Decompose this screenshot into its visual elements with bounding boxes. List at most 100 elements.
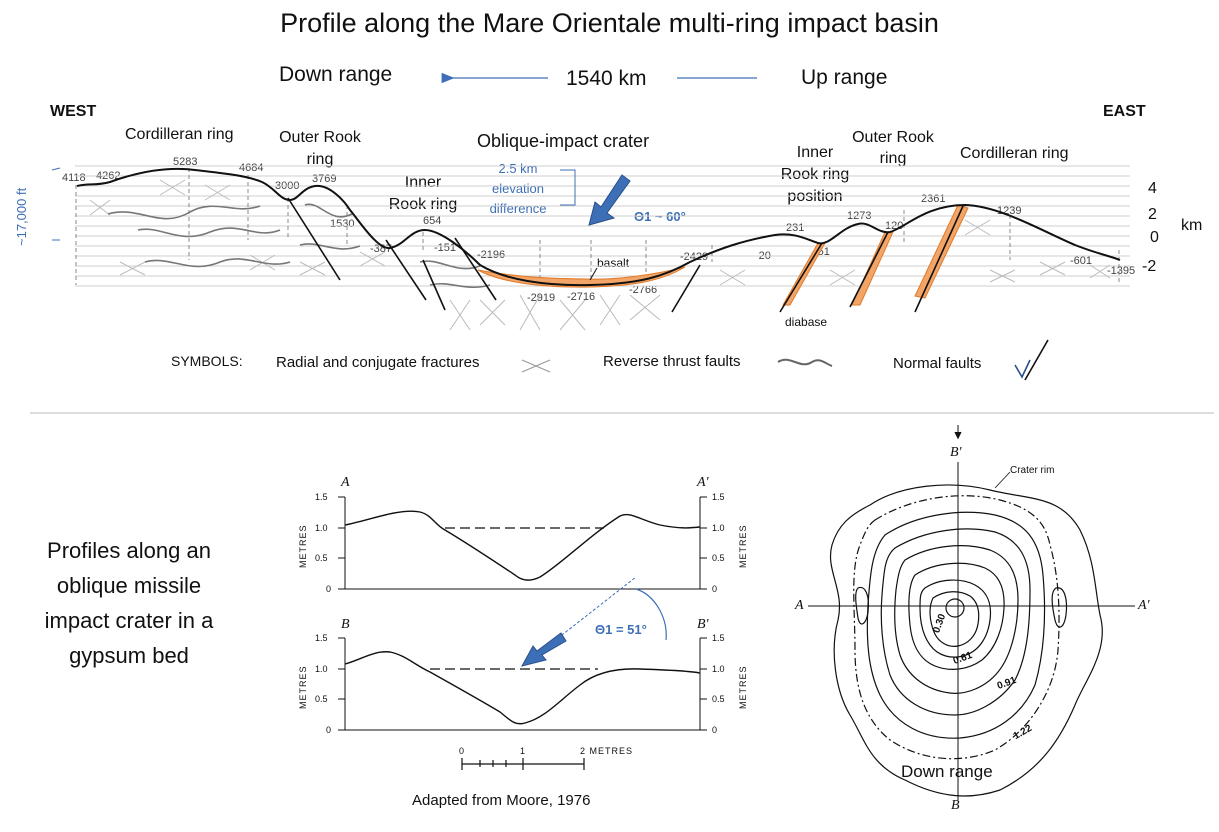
profile-a-left-label: A xyxy=(341,475,350,490)
up-range-label: Up range xyxy=(801,66,888,89)
y-tick-label: 0.5 xyxy=(315,553,328,563)
y-tick-label: 0 xyxy=(712,584,717,594)
cordilleran-ring-west-label: Cordilleran ring xyxy=(125,126,234,143)
y-tick-label: 0.5 xyxy=(315,694,328,704)
inner-rook-ring-west-label: Inner Rook ring xyxy=(388,174,458,213)
elev-value: 654 xyxy=(423,215,442,227)
elev-value: 120 xyxy=(885,220,904,232)
elev-value: 4684 xyxy=(239,162,264,174)
crater-rim-label: Crater rim xyxy=(1010,465,1055,476)
west-label: WEST xyxy=(50,103,97,120)
symbol-normal-faults-label: Normal faults xyxy=(893,355,982,372)
km-tick-0: 0 xyxy=(1150,229,1159,246)
metres-label: METRES xyxy=(738,665,748,709)
outer-rook-ring-west-label: Outer Rook ring xyxy=(279,129,361,168)
contour-label: 0.91 xyxy=(995,675,1018,692)
metres-axis-labels: METRES METRES METRES METRES xyxy=(298,524,748,709)
map-a-left-label: A xyxy=(795,598,804,613)
contour-label: 1.22 xyxy=(1011,722,1034,743)
scale-bar xyxy=(461,758,585,770)
elevation-difference-note: 2.5 km elevation difference xyxy=(489,161,547,216)
scale-tick-label: 0 xyxy=(459,746,465,756)
impact-arrow-bottom xyxy=(521,632,567,667)
basalt-pointer xyxy=(589,267,598,281)
profile-tick-labels: 1.5 1.0 0.5 0 1.5 1.0 0.5 0 1.5 1.0 0.5 … xyxy=(315,492,725,735)
km-tick-4: 4 xyxy=(1148,180,1157,197)
outer-rook-ring-east-label: Outer Rook ring xyxy=(852,129,934,167)
credit-label: Adapted from Moore, 1976 xyxy=(412,792,591,809)
contour-label: 0.30 xyxy=(931,612,949,635)
cordilleran-ring-east-label: Cordilleran ring xyxy=(960,145,1069,162)
y-tick-label: 1.5 xyxy=(315,633,328,643)
elev-value: -151 xyxy=(434,242,457,254)
elev-value: -2919 xyxy=(527,292,556,304)
elev-value: -1395 xyxy=(1107,265,1136,277)
theta-top-label: Θ1 ~ 60° xyxy=(634,209,686,224)
y-tick-label: 1.0 xyxy=(315,523,328,533)
elev-value: -2429 xyxy=(680,251,709,263)
elev-value: -51 xyxy=(814,246,830,258)
y-tick-label: 1.5 xyxy=(712,492,725,502)
symbols-label: SYMBOLS: xyxy=(171,353,243,369)
elev-value: 231 xyxy=(786,222,805,234)
y-tick-label: 1.0 xyxy=(315,664,328,674)
y-tick-label: 0 xyxy=(326,725,331,735)
east-label: EAST xyxy=(1103,103,1146,120)
symbol-thrust-faults-label: Reverse thrust faults xyxy=(603,353,741,370)
y-tick-label: 1.0 xyxy=(712,664,725,674)
map-b-bottom-label: B xyxy=(951,798,960,813)
elev-value: -2716 xyxy=(567,291,596,303)
scale-tick-label: 1 xyxy=(520,746,526,756)
elev-value: 4118 xyxy=(62,172,86,184)
oblique-crater-label: Oblique-impact crater xyxy=(477,131,650,151)
elev-value: -387 xyxy=(370,243,393,255)
impact-arrow-top xyxy=(588,174,631,226)
y-tick-label: 0 xyxy=(326,584,331,594)
down-range-label: Down range xyxy=(279,63,393,86)
elev-value: 5283 xyxy=(173,156,198,168)
scale-tick-label: 2 METRES xyxy=(580,746,633,756)
bottom-caption: Profiles along an oblique missile impact… xyxy=(44,538,214,668)
metres-label: METRES xyxy=(738,524,748,568)
profile-a-axes xyxy=(338,496,707,590)
elev-diff-bracket xyxy=(560,169,576,206)
km-tick-2: 2 xyxy=(1148,206,1157,223)
legend-normal-fault-glyph xyxy=(1014,339,1049,381)
symbol-fractures-label: Radial and conjugate fractures xyxy=(276,354,480,371)
map-a-right-label: A' xyxy=(1138,598,1150,613)
elev-value: -20 xyxy=(755,250,771,262)
contour-map xyxy=(808,425,1135,800)
profile-b-curve xyxy=(344,651,701,725)
elev-value: -2766 xyxy=(629,284,658,296)
elev-value: 3000 xyxy=(275,180,300,192)
metres-label: METRES xyxy=(298,665,308,709)
elev-value: 1239 xyxy=(997,205,1022,217)
diabase-dikes xyxy=(782,204,969,306)
map-down-range-label: Down range xyxy=(901,762,993,781)
profile-b-right-label: B' xyxy=(697,617,709,632)
span-label: 1540 km xyxy=(566,67,647,90)
legend-thrust-glyph xyxy=(777,358,833,367)
legend-fracture-glyph xyxy=(521,359,551,373)
profile-a-curve xyxy=(344,510,701,581)
y-tick-label: 0.5 xyxy=(712,694,725,704)
feet-scale-label: ~17,000 ft xyxy=(14,187,29,246)
y-tick-label: 1.5 xyxy=(315,492,328,502)
impact-trajectory-line xyxy=(529,576,637,661)
page-title: Profile along the Mare Orientale multi-r… xyxy=(280,8,939,38)
elev-value: -2196 xyxy=(477,249,506,261)
y-tick-label: 0.5 xyxy=(712,553,725,563)
km-unit-label: km xyxy=(1181,217,1203,234)
contour-label: 0.61 xyxy=(951,650,974,667)
elev-value: 3769 xyxy=(312,173,337,185)
y-tick-label: 1.0 xyxy=(712,523,725,533)
elev-value: -601 xyxy=(1070,255,1093,267)
metres-label: METRES xyxy=(298,524,308,568)
feet-bracket xyxy=(51,167,61,241)
scale-labels: 0 1 2 METRES xyxy=(459,746,633,756)
elev-value: 1530 xyxy=(330,218,355,230)
theta-bottom-label: Θ1 = 51° xyxy=(595,622,647,637)
km-tick-minus2: -2 xyxy=(1142,258,1157,275)
profile-b-axes xyxy=(338,637,707,731)
map-b-top-label: B' xyxy=(950,445,962,460)
